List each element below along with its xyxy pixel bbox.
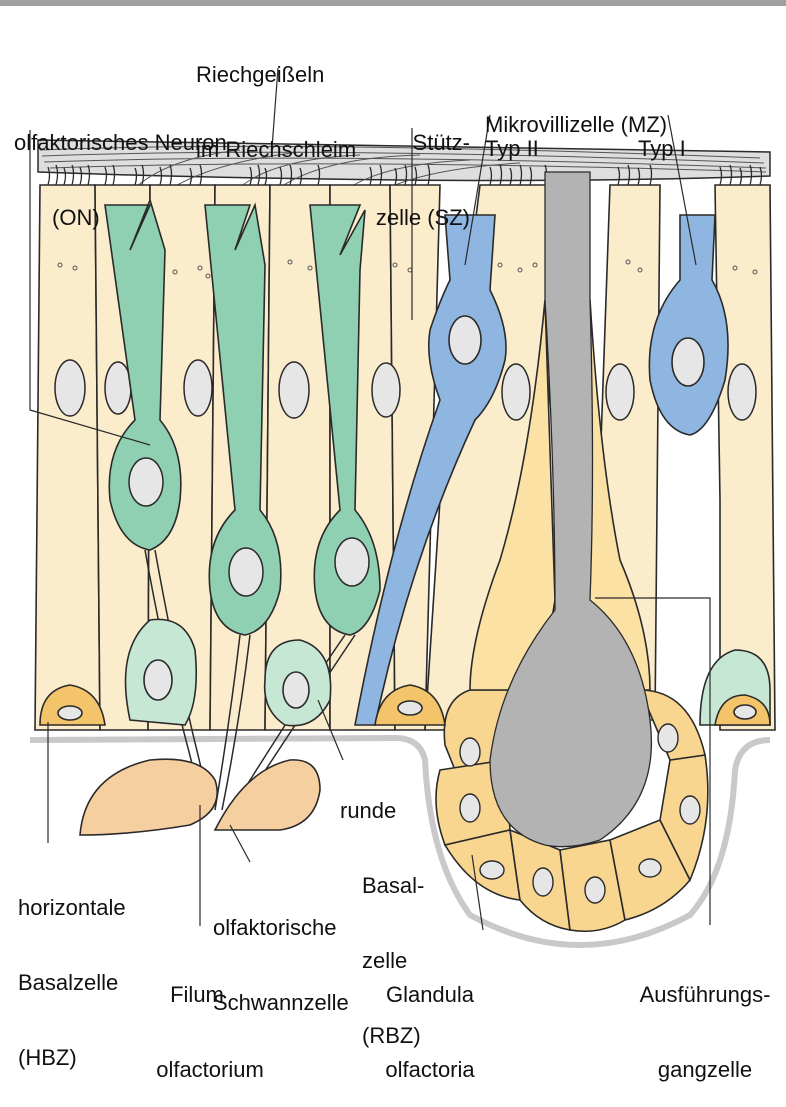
label-type-ii: Typ II (485, 86, 539, 186)
label-duct-cell: Ausführungs- gangzelle (630, 932, 780, 1107)
top-border-bar (0, 0, 786, 6)
label-type-i: Typ I (638, 86, 686, 186)
label-filum: Filum olfactorium (145, 932, 275, 1107)
label-glandula: Glandula olfactoria (370, 932, 490, 1107)
label-support-cell: Stütz- zelle (SZ) (340, 80, 470, 255)
label-olfactory-neuron: olfaktorisches Neuron (ON) (14, 80, 227, 255)
label-horizontal-basal-cell: horizontale Basalzelle (HBZ) (18, 845, 126, 1095)
